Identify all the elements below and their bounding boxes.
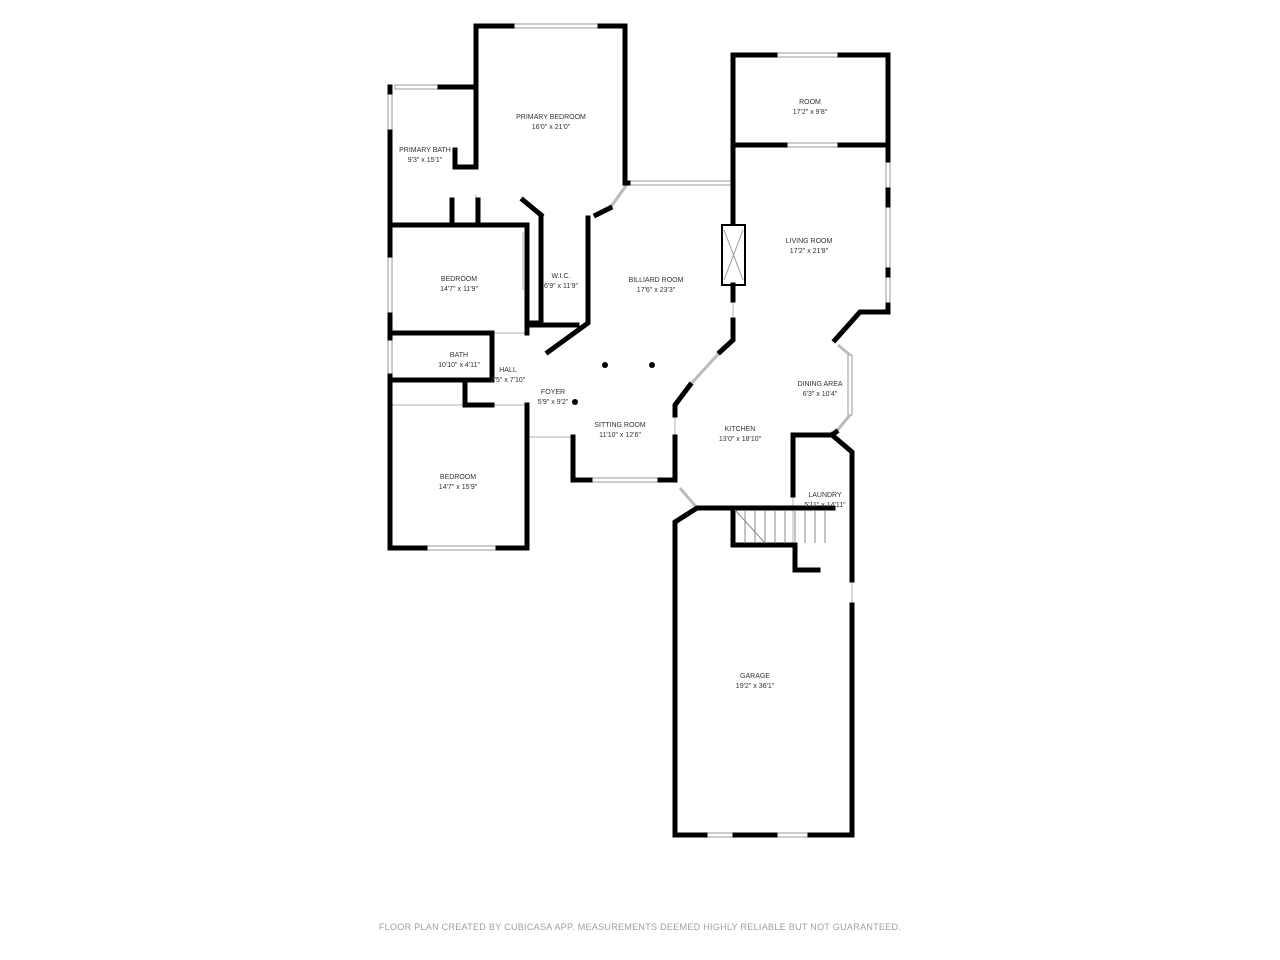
light-fixtures bbox=[572, 362, 655, 405]
stairs bbox=[734, 509, 826, 544]
light-icon bbox=[572, 399, 578, 405]
disclaimer-footer: FLOOR PLAN CREATED BY CUBICASA APP. MEAS… bbox=[378, 922, 902, 932]
light-icon bbox=[649, 362, 655, 368]
walls bbox=[387, 23, 891, 838]
light-icon bbox=[602, 362, 608, 368]
room-label-wic: W.I.C.6'9" x 11'9" bbox=[544, 273, 578, 290]
